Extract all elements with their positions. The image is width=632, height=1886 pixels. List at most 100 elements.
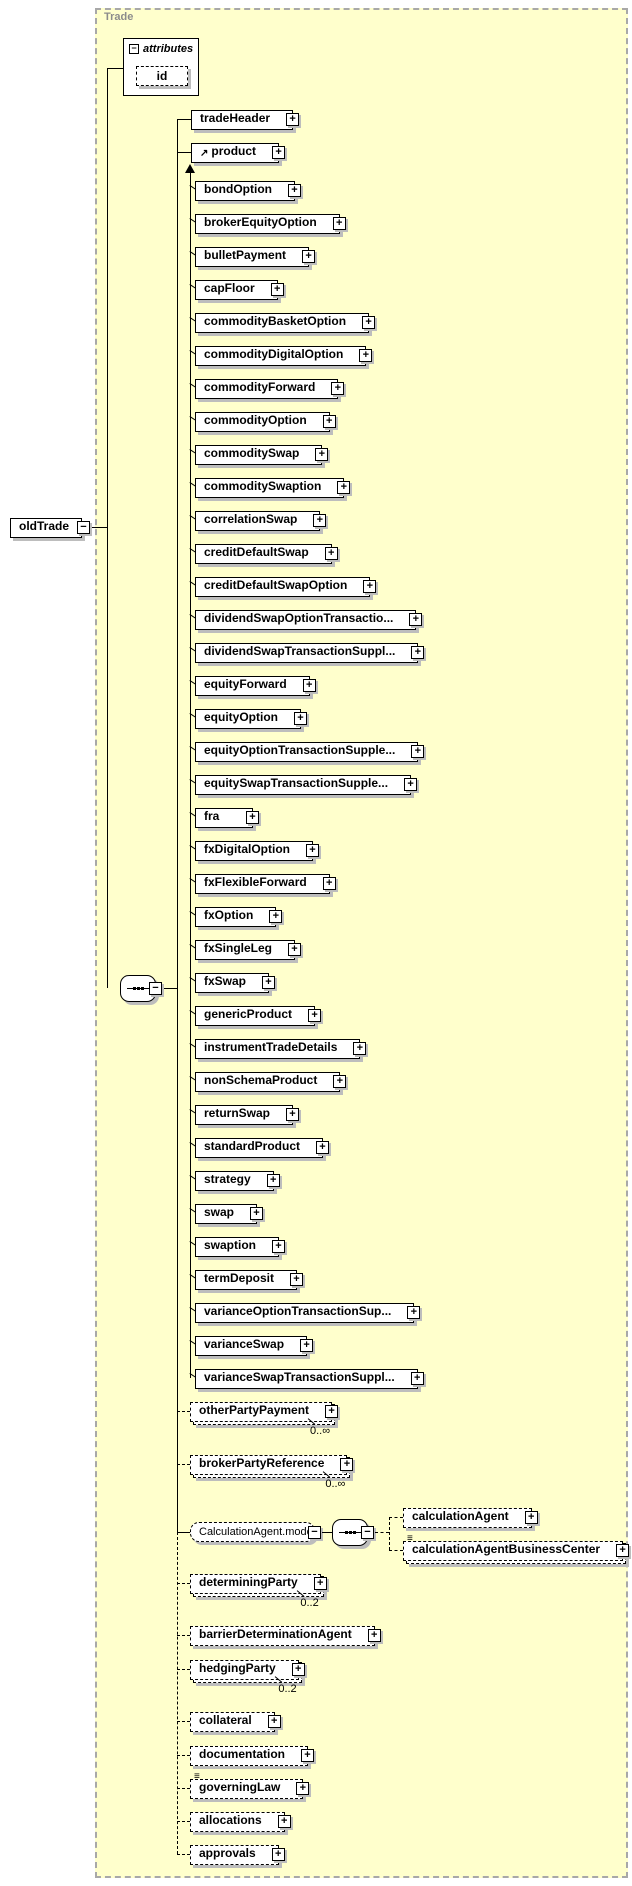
element-box[interactable]: varianceSwap+ bbox=[195, 1336, 314, 1356]
element-fxflexibleforward[interactable]: fxFlexibleForward+ bbox=[195, 873, 336, 894]
expand-icon[interactable]: + bbox=[407, 1306, 421, 1319]
element-bondoption[interactable]: bondOption+ bbox=[195, 180, 301, 201]
element-instrumenttradedetails[interactable]: instrumentTradeDetails+ bbox=[195, 1038, 367, 1059]
expand-icon[interactable]: + bbox=[290, 1273, 304, 1286]
element-creditdefaultswap[interactable]: creditDefaultSwap+ bbox=[195, 543, 338, 564]
expand-icon[interactable]: + bbox=[340, 1458, 354, 1471]
expand-icon[interactable]: + bbox=[411, 646, 425, 659]
element-box[interactable]: brokerEquityOption+ bbox=[195, 214, 346, 234]
element-varianceswap[interactable]: varianceSwap+ bbox=[195, 1335, 314, 1356]
expand-icon[interactable]: + bbox=[300, 1339, 314, 1352]
expand-icon[interactable]: + bbox=[353, 1042, 367, 1055]
element-swaption[interactable]: swaption+ bbox=[195, 1236, 286, 1257]
element-commodityforward[interactable]: commodityForward+ bbox=[195, 378, 345, 399]
element-genericproduct[interactable]: genericProduct+ bbox=[195, 1005, 322, 1026]
element-box[interactable]: swap+ bbox=[195, 1204, 264, 1224]
element-box[interactable]: fxFlexibleForward+ bbox=[195, 874, 336, 894]
element-brokerpartyreference[interactable]: brokerPartyReference+0..∞ bbox=[190, 1454, 354, 1490]
expand-icon[interactable]: + bbox=[362, 316, 376, 329]
element-tradeheader[interactable]: tradeHeader+ bbox=[191, 109, 300, 130]
element-box[interactable]: returnSwap+ bbox=[195, 1105, 300, 1125]
expand-icon[interactable]: + bbox=[302, 679, 316, 692]
element-box[interactable]: commoditySwap+ bbox=[195, 445, 329, 465]
expand-icon[interactable]: + bbox=[337, 481, 351, 494]
element-governinglaw[interactable]: ≡governingLaw+ bbox=[190, 1771, 310, 1799]
element-equityoption[interactable]: equityOption+ bbox=[195, 708, 307, 729]
expand-icon[interactable]: + bbox=[363, 580, 377, 593]
expand-icon[interactable]: + bbox=[324, 547, 338, 560]
element-box[interactable]: commodityForward+ bbox=[195, 379, 345, 399]
expand-icon[interactable]: + bbox=[272, 1240, 286, 1253]
expand-icon[interactable]: + bbox=[269, 910, 283, 923]
expand-icon[interactable]: + bbox=[294, 712, 307, 725]
sequence-compositor[interactable]: − bbox=[120, 975, 162, 1002]
expand-icon[interactable]: + bbox=[266, 1174, 280, 1187]
element-box[interactable]: equityForward+ bbox=[195, 676, 316, 696]
element-box[interactable]: dividendSwapTransactionSuppl...+ bbox=[195, 643, 425, 663]
expand-icon[interactable]: + bbox=[411, 745, 425, 758]
expand-icon[interactable]: + bbox=[286, 113, 300, 126]
element-box[interactable]: fxSwap+ bbox=[195, 973, 276, 993]
expand-icon[interactable]: + bbox=[302, 250, 316, 263]
root-element-oldtrade[interactable]: oldTrade − bbox=[10, 517, 91, 538]
element-documentation[interactable]: documentation+ bbox=[190, 1745, 314, 1766]
element-calculationagent[interactable]: calculationAgent + bbox=[403, 1507, 538, 1528]
expand-icon[interactable]: + bbox=[333, 1075, 347, 1088]
element-collateral[interactable]: collateral+ bbox=[190, 1711, 281, 1732]
element-box[interactable]: equityOptionTransactionSupple...+ bbox=[195, 742, 425, 762]
element-termdeposit[interactable]: termDeposit+ bbox=[195, 1269, 304, 1290]
element-box[interactable]: commodityOption+ bbox=[195, 412, 336, 432]
element-box[interactable]: documentation+ bbox=[190, 1746, 314, 1766]
element-box[interactable]: ↗product+ bbox=[191, 143, 286, 163]
collapse-icon[interactable]: − bbox=[308, 1526, 321, 1539]
expand-icon[interactable]: + bbox=[359, 349, 373, 362]
expand-icon[interactable]: + bbox=[409, 613, 423, 626]
element-commoditydigitaloption[interactable]: commodityDigitalOption+ bbox=[195, 345, 373, 366]
expand-icon[interactable]: + bbox=[616, 1544, 630, 1557]
element-commoditybasketoption[interactable]: commodityBasketOption+ bbox=[195, 312, 376, 333]
element-varianceswaptransactionsuppl-[interactable]: varianceSwapTransactionSuppl...+ bbox=[195, 1368, 424, 1389]
element-box[interactable]: instrumentTradeDetails+ bbox=[195, 1039, 367, 1059]
element-box[interactable]: ≡governingLaw+ bbox=[190, 1771, 310, 1799]
element-box[interactable]: determiningParty+ bbox=[190, 1574, 327, 1594]
element-dividendswaptransactionsuppl-[interactable]: dividendSwapTransactionSuppl...+ bbox=[195, 642, 425, 663]
element-box[interactable]: bondOption+ bbox=[195, 181, 301, 201]
element-barrierdeterminationagent[interactable]: barrierDeterminationAgent+ bbox=[190, 1625, 381, 1646]
expand-icon[interactable]: + bbox=[331, 382, 345, 395]
group-calculationagent-model[interactable]: CalculationAgent.model − bbox=[190, 1522, 321, 1542]
element-box[interactable]: creditDefaultSwap+ bbox=[195, 544, 338, 564]
element-correlationswap[interactable]: correlationSwap+ bbox=[195, 510, 327, 531]
expand-icon[interactable]: + bbox=[322, 877, 336, 890]
expand-icon[interactable]: + bbox=[332, 217, 346, 230]
collapse-icon[interactable]: − bbox=[77, 521, 91, 534]
element-otherpartypayment[interactable]: otherPartyPayment+0..∞ bbox=[190, 1401, 339, 1437]
expand-icon[interactable]: + bbox=[286, 1108, 300, 1121]
expand-icon[interactable]: + bbox=[272, 146, 286, 159]
element-fxoption[interactable]: fxOption+ bbox=[195, 906, 283, 927]
collapse-icon[interactable]: − bbox=[149, 982, 162, 995]
element-box[interactable]: tradeHeader+ bbox=[191, 110, 300, 130]
element-box[interactable]: commodityBasketOption+ bbox=[195, 313, 376, 333]
expand-icon[interactable]: + bbox=[296, 1782, 310, 1795]
expand-icon[interactable]: + bbox=[262, 976, 276, 989]
element-equityforward[interactable]: equityForward+ bbox=[195, 675, 316, 696]
element-box[interactable]: commodityDigitalOption+ bbox=[195, 346, 373, 366]
element-box[interactable]: swaption+ bbox=[195, 1237, 286, 1257]
element-calculationagentbusinesscenter[interactable]: ≡ calculationAgentBusinessCenter + bbox=[403, 1533, 630, 1564]
element-box[interactable]: termDeposit+ bbox=[195, 1270, 304, 1290]
element-box[interactable]: varianceSwapTransactionSuppl...+ bbox=[195, 1369, 424, 1389]
expand-icon[interactable]: + bbox=[308, 1009, 322, 1022]
expand-icon[interactable]: + bbox=[367, 1629, 381, 1642]
element-box[interactable]: barrierDeterminationAgent+ bbox=[190, 1626, 381, 1646]
element-approvals[interactable]: approvals+ bbox=[190, 1844, 285, 1865]
element-box[interactable]: commoditySwaption+ bbox=[195, 478, 351, 498]
sequence-compositor[interactable]: − bbox=[332, 1519, 374, 1546]
expand-icon[interactable]: + bbox=[313, 514, 327, 527]
element-box[interactable]: standardProduct+ bbox=[195, 1138, 330, 1158]
element-creditdefaultswapoption[interactable]: creditDefaultSwapOption+ bbox=[195, 576, 377, 597]
expand-icon[interactable]: + bbox=[325, 1405, 339, 1418]
expand-icon[interactable]: + bbox=[404, 778, 418, 791]
element-box[interactable]: equitySwapTransactionSupple...+ bbox=[195, 775, 418, 795]
element-box[interactable]: hedgingParty+ bbox=[190, 1660, 305, 1680]
expand-icon[interactable]: + bbox=[313, 1577, 327, 1590]
